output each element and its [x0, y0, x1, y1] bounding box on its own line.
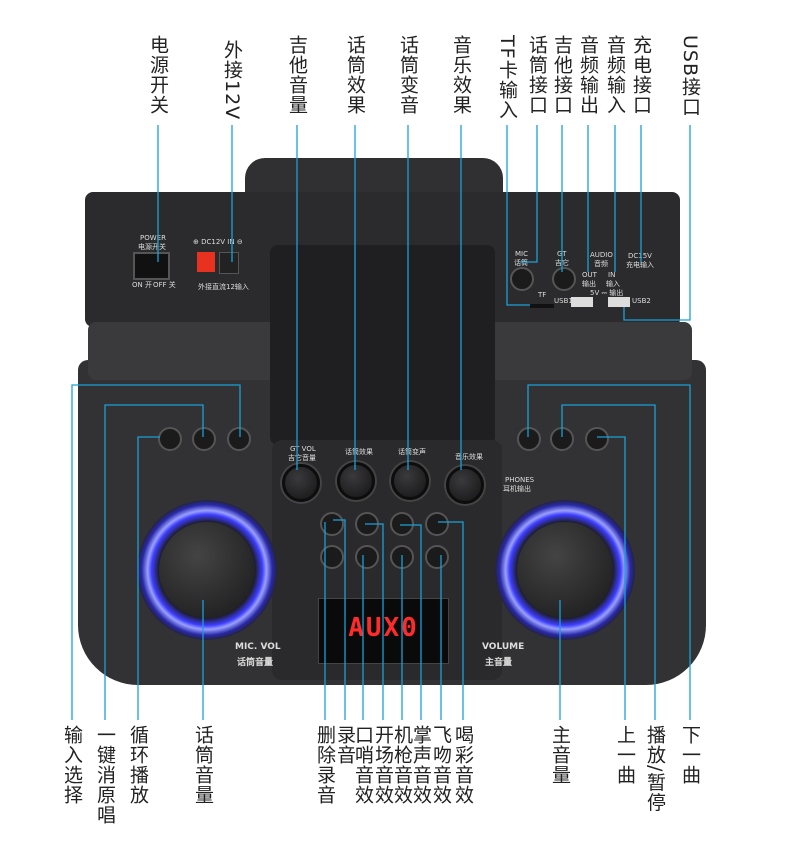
- volume-label-cn: 主音量: [485, 658, 513, 668]
- label-record: 录音: [334, 725, 356, 765]
- label-music-effect: 音乐效果: [450, 35, 472, 115]
- mic-voice-label: 话筒变声: [398, 448, 426, 456]
- applause-effect-button[interactable]: [390, 512, 414, 536]
- phones-label-cn: 耳机输出: [503, 485, 531, 493]
- mic-vol-label-cn: 话筒音量: [237, 658, 274, 668]
- label-kiss: 飞吻音效: [430, 725, 452, 805]
- music-effect-knob[interactable]: [446, 466, 484, 504]
- audio-in-label-cn: 输入: [606, 280, 620, 288]
- label-mic-voice: 话筒变音: [397, 35, 419, 115]
- label-vocal-remove: 一键消原唱: [94, 725, 116, 825]
- label-dc12v: 外接12V: [221, 40, 243, 121]
- usb1-port[interactable]: [571, 297, 593, 307]
- guitar-jack[interactable]: [552, 267, 576, 291]
- label-opening: 开场音效: [372, 725, 394, 805]
- mic-jack-label-cn: 话筒: [514, 259, 528, 267]
- kiss-effect-button[interactable]: [425, 545, 449, 569]
- label-guitar-jack: 吉他接口: [551, 35, 573, 115]
- cheer-effect-button[interactable]: [425, 512, 449, 536]
- mic-effect-knob[interactable]: [337, 462, 375, 500]
- label-tf-input: TF卡输入: [496, 35, 518, 120]
- mic-jack[interactable]: [510, 267, 534, 291]
- music-effect-label: 音乐效果: [455, 453, 483, 461]
- dc-12v-terminal-black[interactable]: [219, 252, 239, 274]
- guitar-volume-knob[interactable]: [282, 464, 320, 502]
- power-label: POWER: [140, 234, 166, 242]
- usb1-label: USB1: [554, 297, 573, 305]
- label-mic-jack: 话筒接口: [526, 35, 548, 115]
- loop-play-button[interactable]: [227, 427, 251, 451]
- label-applause: 掌声音效: [410, 725, 432, 805]
- audio-out-label: OUT: [582, 271, 597, 279]
- audio-in-label: IN: [608, 271, 616, 279]
- label-delete-record: 删除录音: [314, 725, 336, 805]
- tf-card-slot[interactable]: [530, 304, 554, 308]
- tf-label: TF: [538, 291, 547, 299]
- label-play-pause: 播放/暂停: [644, 725, 666, 813]
- label-usb-port: USB接口: [679, 35, 701, 118]
- gt-vol-label: GT VOL: [290, 445, 316, 453]
- dc5v-label-cn: 充电输入: [626, 261, 654, 269]
- power-switch[interactable]: [133, 252, 170, 280]
- dc-in-label: ⊕ DC12V IN ⊖: [193, 238, 243, 246]
- label-loop-play: 循环播放: [127, 725, 149, 805]
- label-next-track: 下一曲: [679, 725, 701, 785]
- on-label: ON 开: [132, 281, 152, 289]
- usb2-label: USB2: [632, 297, 651, 305]
- label-mic-volume: 话筒音量: [192, 725, 214, 805]
- label-input-select: 输入选择: [61, 725, 83, 805]
- audio-label: AUDIO: [590, 251, 613, 259]
- gt-vol-label-cn: 吉它音量: [288, 454, 316, 462]
- label-cheer: 喝彩音效: [452, 725, 474, 805]
- center-recess: [270, 245, 495, 445]
- whistle-effect-button[interactable]: [355, 545, 379, 569]
- label-prev-track: 上一曲: [614, 725, 636, 785]
- label-audio-out: 音频输出: [577, 35, 599, 115]
- label-audio-in: 音频输入: [604, 35, 626, 115]
- main-volume-dial[interactable]: [495, 500, 635, 640]
- mic-effect-label: 话筒效果: [345, 448, 373, 456]
- label-charge-port: 充电接口: [630, 35, 652, 115]
- prev-track-button[interactable]: [585, 427, 609, 451]
- record-button[interactable]: [320, 512, 344, 536]
- label-main-volume: 主音量: [549, 725, 571, 785]
- label-whistle: 口哨音效: [352, 725, 374, 805]
- vocal-remove-button[interactable]: [192, 427, 216, 451]
- 5v-output-label: 5V ⎓ 输出: [590, 289, 624, 297]
- audio-out-label-cn: 输出: [582, 280, 596, 288]
- input-select-button[interactable]: [158, 427, 182, 451]
- audio-label-cn: 音频: [594, 260, 608, 268]
- off-label: OFF 关: [153, 281, 176, 289]
- label-mic-effect: 话筒效果: [344, 35, 366, 115]
- dc-in-label-cn: 外接直流12输入: [198, 283, 249, 291]
- label-guitar-volume: 吉他音量: [286, 35, 308, 115]
- mic-jack-label: MIC: [515, 250, 528, 258]
- power-label-cn: 电源开关: [138, 243, 166, 251]
- mic-voice-knob[interactable]: [391, 462, 429, 500]
- mic-vol-label: MIC. VOL: [235, 642, 281, 652]
- usb2-port[interactable]: [608, 297, 630, 307]
- delete-record-button[interactable]: [320, 545, 344, 569]
- volume-label: VOLUME: [482, 642, 525, 652]
- phones-label: PHONES: [505, 476, 535, 484]
- dc-12v-terminal-red[interactable]: [197, 252, 215, 272]
- label-gun: 机枪音效: [391, 725, 413, 805]
- label-power-switch: 电源开关: [147, 35, 169, 115]
- next-track-button[interactable]: [517, 427, 541, 451]
- dc5v-label: DC15V: [628, 252, 652, 260]
- mic-volume-dial[interactable]: [137, 500, 277, 640]
